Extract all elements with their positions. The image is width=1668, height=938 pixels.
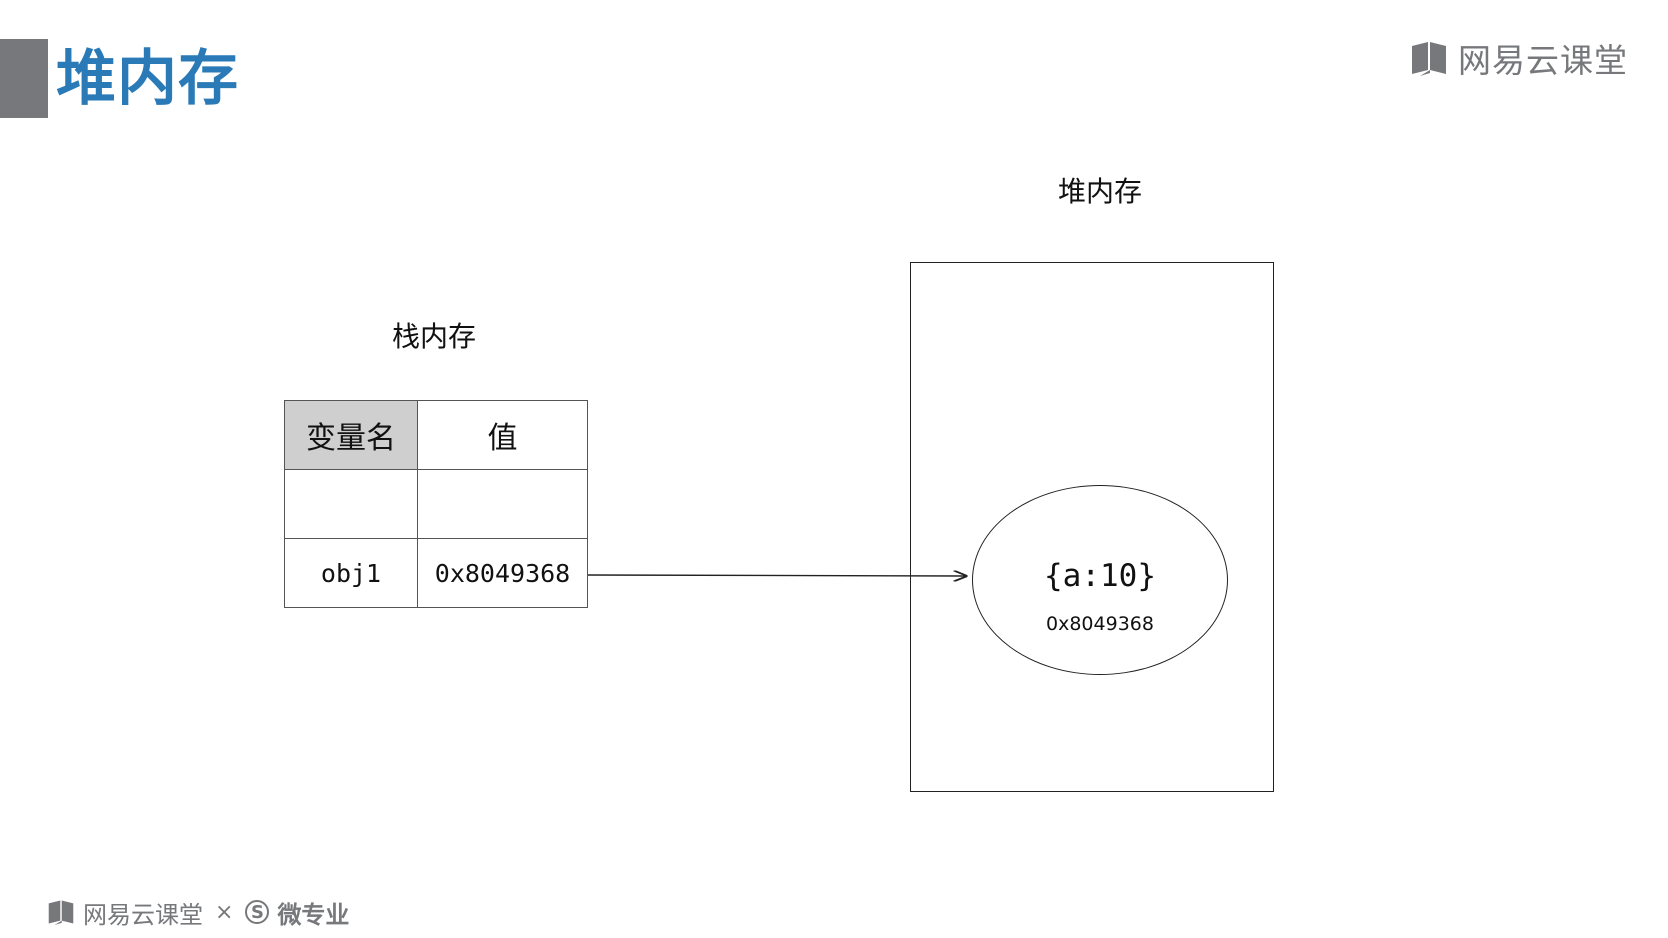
- collab-separator: ×: [215, 899, 234, 925]
- row-variable-cell: obj1: [284, 538, 418, 608]
- heap-memory-box: [910, 262, 1274, 792]
- book-logo-icon: [48, 900, 74, 925]
- stack-memory-label: 栈内存: [391, 320, 476, 353]
- heap-memory-label: 堆内存: [1057, 175, 1142, 208]
- stack-table: 变量名 值 obj1 0x8049368: [284, 400, 588, 608]
- brand-logo-bottom: 网易云课堂 × S 微专业: [47, 896, 350, 929]
- partner-name: 微专业: [277, 900, 350, 929]
- brand-logo-top: 网易云课堂: [1410, 36, 1628, 80]
- s-circle-icon: S: [245, 900, 270, 924]
- page-title: 堆内存: [56, 44, 239, 114]
- heap-object-ellipse: [972, 485, 1228, 675]
- row-value-cell: [417, 469, 588, 539]
- brand-name-top: 网易云课堂: [1458, 41, 1628, 80]
- stack-table-header-row: 变量名 值: [284, 400, 588, 470]
- heap-object-value: {a:10}: [1044, 558, 1156, 594]
- table-row: obj1 0x8049368: [284, 538, 588, 608]
- book-logo-icon: [1412, 42, 1446, 76]
- brand-name-bottom: 网易云课堂: [83, 900, 203, 929]
- row-value-cell: 0x8049368: [417, 538, 588, 608]
- heap-object-address: 0x8049368: [1046, 613, 1154, 635]
- title-accent-bar: [0, 39, 48, 118]
